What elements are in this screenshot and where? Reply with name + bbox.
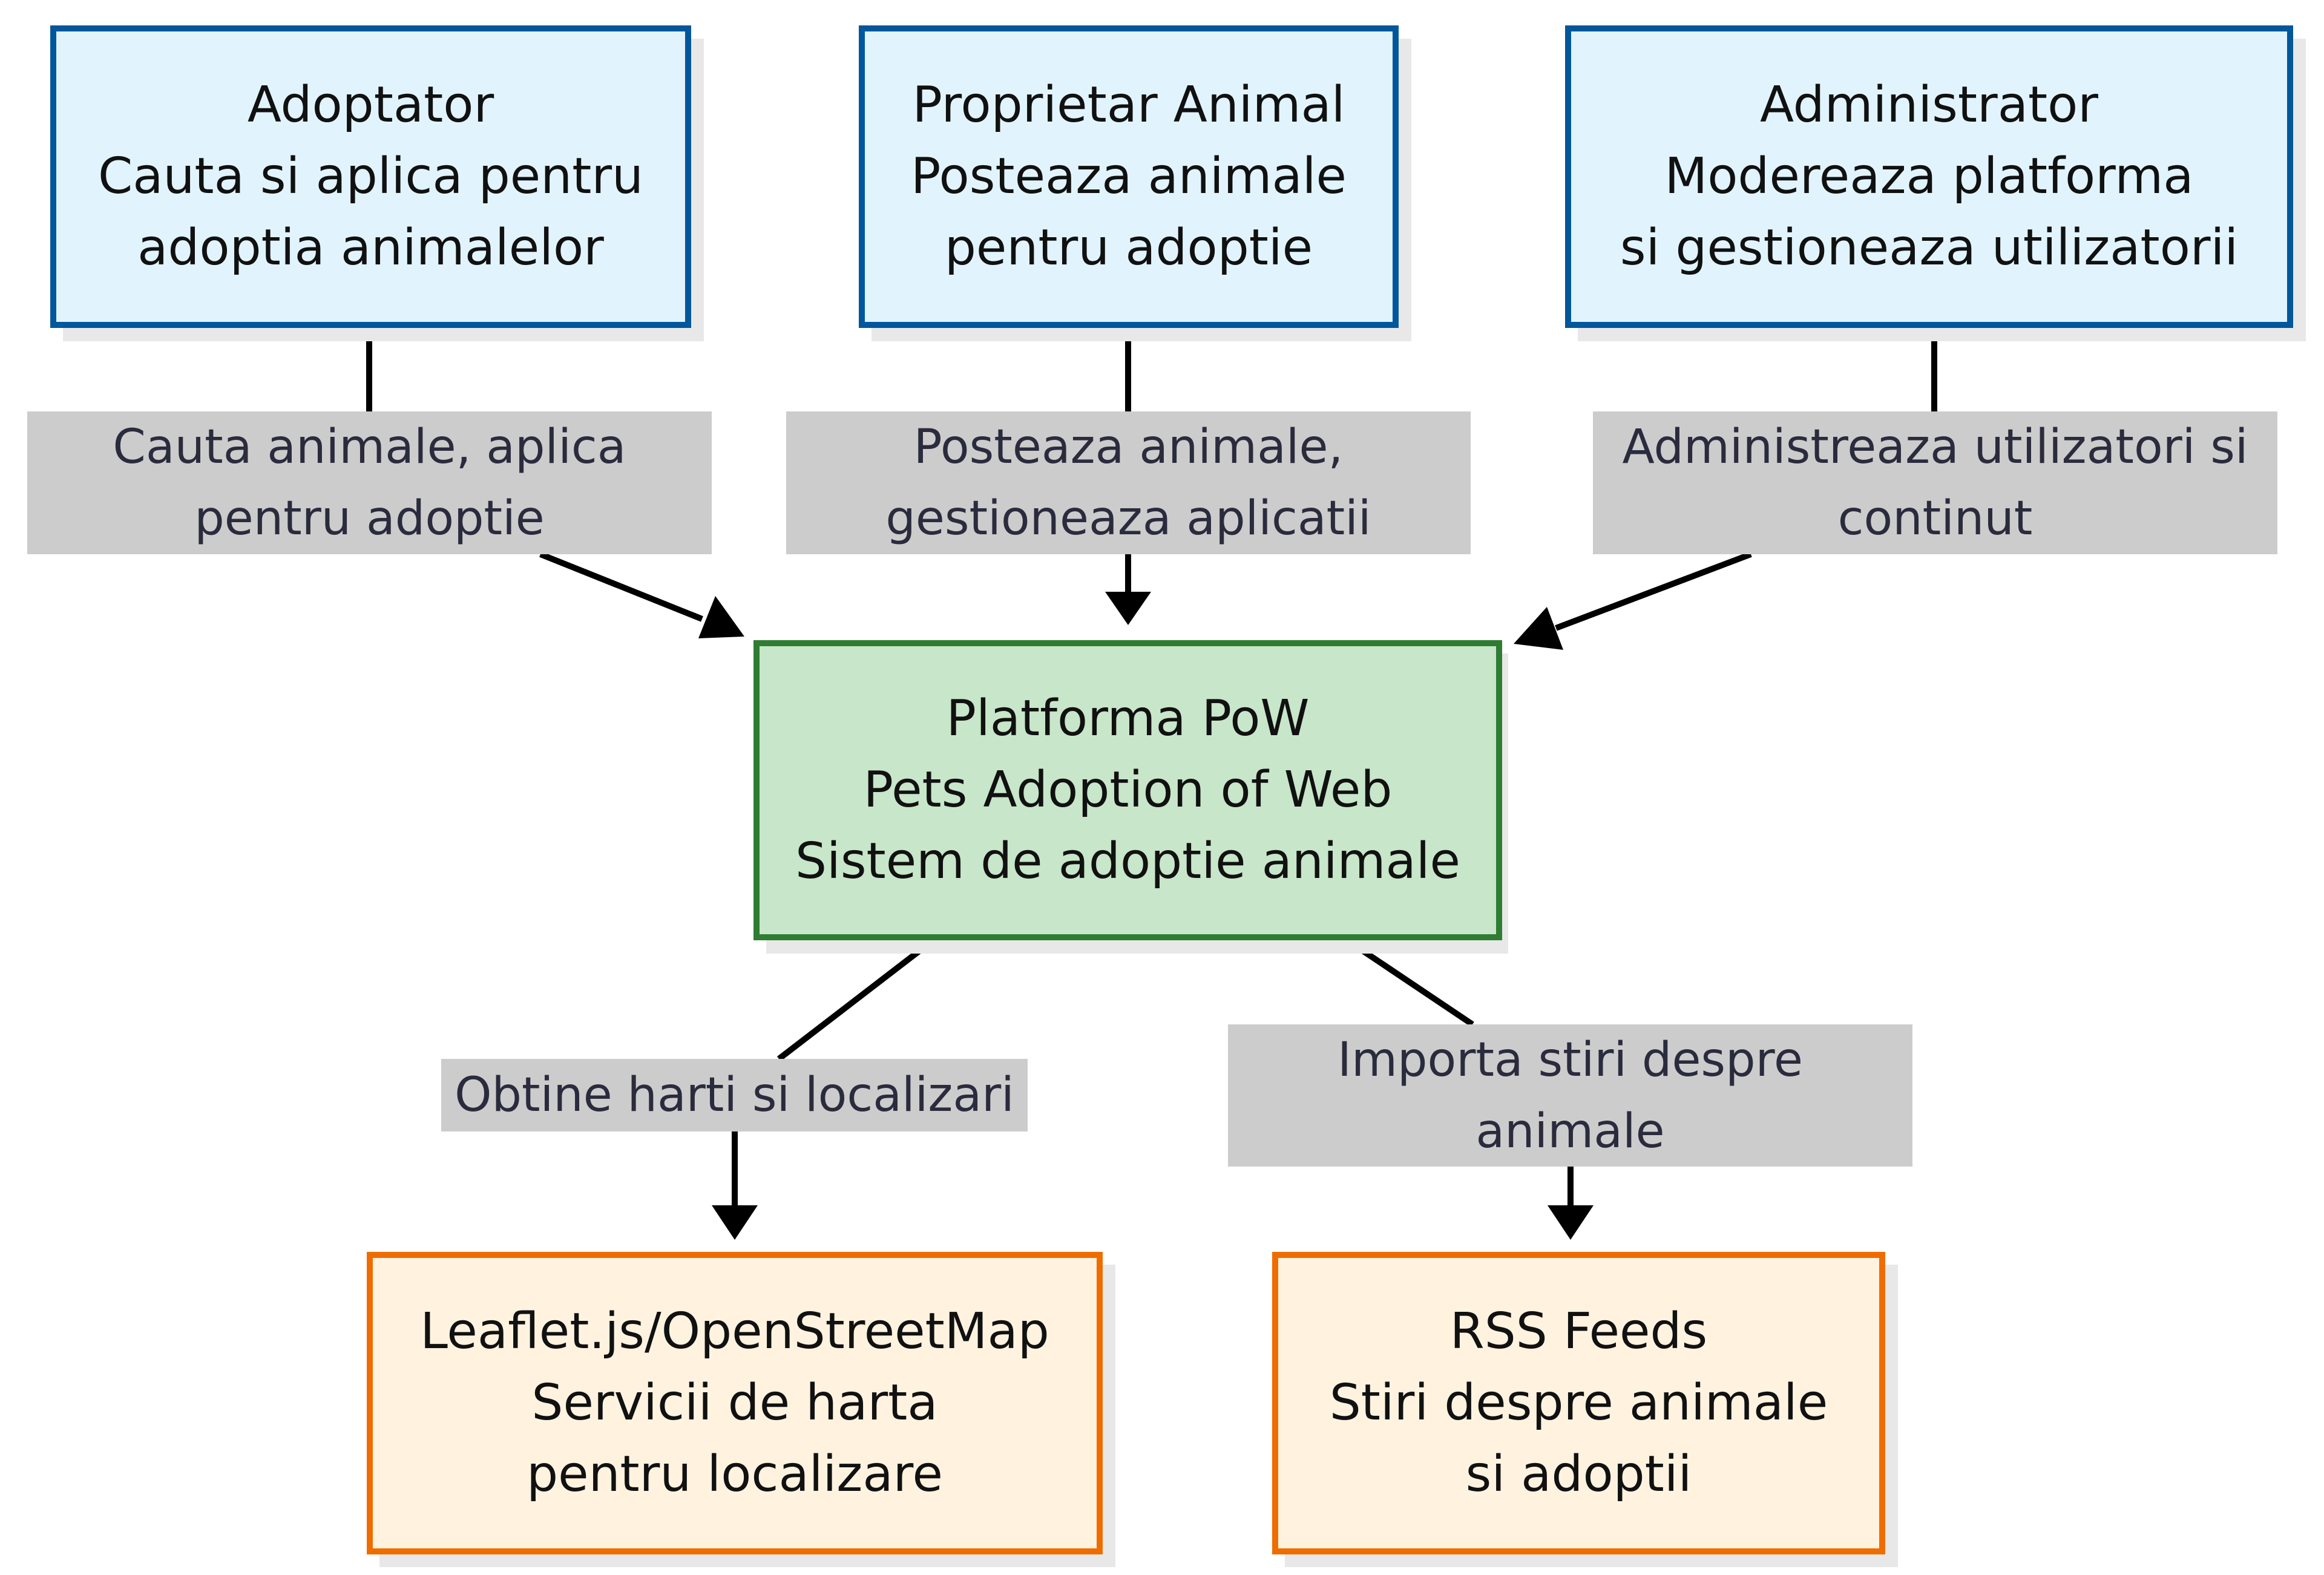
actor-administrator-line-2: Modereaza platforma [1664,148,2194,205]
edge-label-adoptator-line-2: pentru adoptie [194,491,545,546]
external-rss-line-1: RSS Feeds [1449,1303,1708,1360]
actor-adoptator-line-3: adoptia animalelor [137,219,604,277]
edge-label-rss: Importa stiri despre animale [1228,1024,1912,1167]
edge-label-adoptator: Cauta animale, aplica pentru adoptie [27,411,712,554]
system-line-3: Sistem de adoptie animale [795,833,1460,890]
edge-label-proprietar-line-1: Posteaza animale, [913,420,1344,474]
edge-label-adoptator-line-1: Cauta animale, aplica [113,420,626,474]
external-rss-line-2: Stiri despre animale [1329,1374,1828,1432]
edge-label-rss-line-2: animale [1475,1104,1665,1159]
edge-label-leaflet-line-1: Obtine harti si localizari [455,1068,1014,1122]
system-box-platforma-pow: Platforma PoW Pets Adoption of Web Siste… [753,640,1502,940]
edge-arrowhead-rss [1548,1205,1594,1240]
edge-label-administrator-line-1: Administreaza utilizatori si [1622,420,2248,474]
edge-arrowhead-administrator [1514,607,1563,650]
actor-proprietar-line-2: Posteaza animale [911,148,1347,205]
edge-line-platforma-rss [1345,937,1574,1207]
edge-label-leaflet: Obtine harti si localizari [441,1059,1028,1131]
edge-arrowhead-leaflet [712,1205,758,1240]
actor-adoptator-line-1: Adoptator [247,76,494,134]
system-line-1: Platforma PoW [946,690,1310,747]
actor-box-administrator: Administrator Modereaza platforma si ges… [1565,25,2293,328]
external-leaflet-line-2: Servicii de harta [531,1374,938,1432]
actor-proprietar-line-3: pentru adoptie [944,219,1313,277]
actor-administrator-line-1: Administrator [1760,76,2098,134]
edge-arrowhead-adoptator [698,596,744,638]
external-box-leaflet-openstreetmap: Leaflet.js/OpenStreetMap Servicii de har… [367,1252,1103,1554]
edge-line-platforma-leaflet [732,938,936,1207]
edge-label-administrator-line-2: continut [1837,491,2033,546]
actor-proprietar-line-1: Proprietar Animal [912,76,1345,134]
actor-box-adoptator: Adoptator Cauta si aplica pentru adoptia… [50,25,691,328]
edge-label-proprietar: Posteaza animale, gestioneaza aplicatii [786,411,1471,554]
system-line-2: Pets Adoption of Web [863,761,1393,819]
actor-adoptator-line-2: Cauta si aplica pentru [97,148,644,205]
actor-box-proprietar-animal: Proprietar Animal Posteaza animale pentr… [859,25,1399,328]
external-leaflet-line-3: pentru localizare [527,1446,943,1503]
external-box-rss-feeds: RSS Feeds Stiri despre animale si adopti… [1272,1252,1885,1554]
external-rss-line-3: si adoptii [1465,1446,1692,1503]
edge-label-administrator: Administreaza utilizatori si continut [1593,411,2277,554]
edge-arrowhead-proprietar [1105,592,1151,625]
actor-administrator-line-3: si gestioneaza utilizatorii [1620,219,2239,277]
external-leaflet-line-1: Leaflet.js/OpenStreetMap [420,1303,1049,1360]
edge-label-rss-line-1: Importa stiri despre [1338,1032,1803,1087]
edge-label-proprietar-line-2: gestioneaza aplicatii [885,491,1371,546]
